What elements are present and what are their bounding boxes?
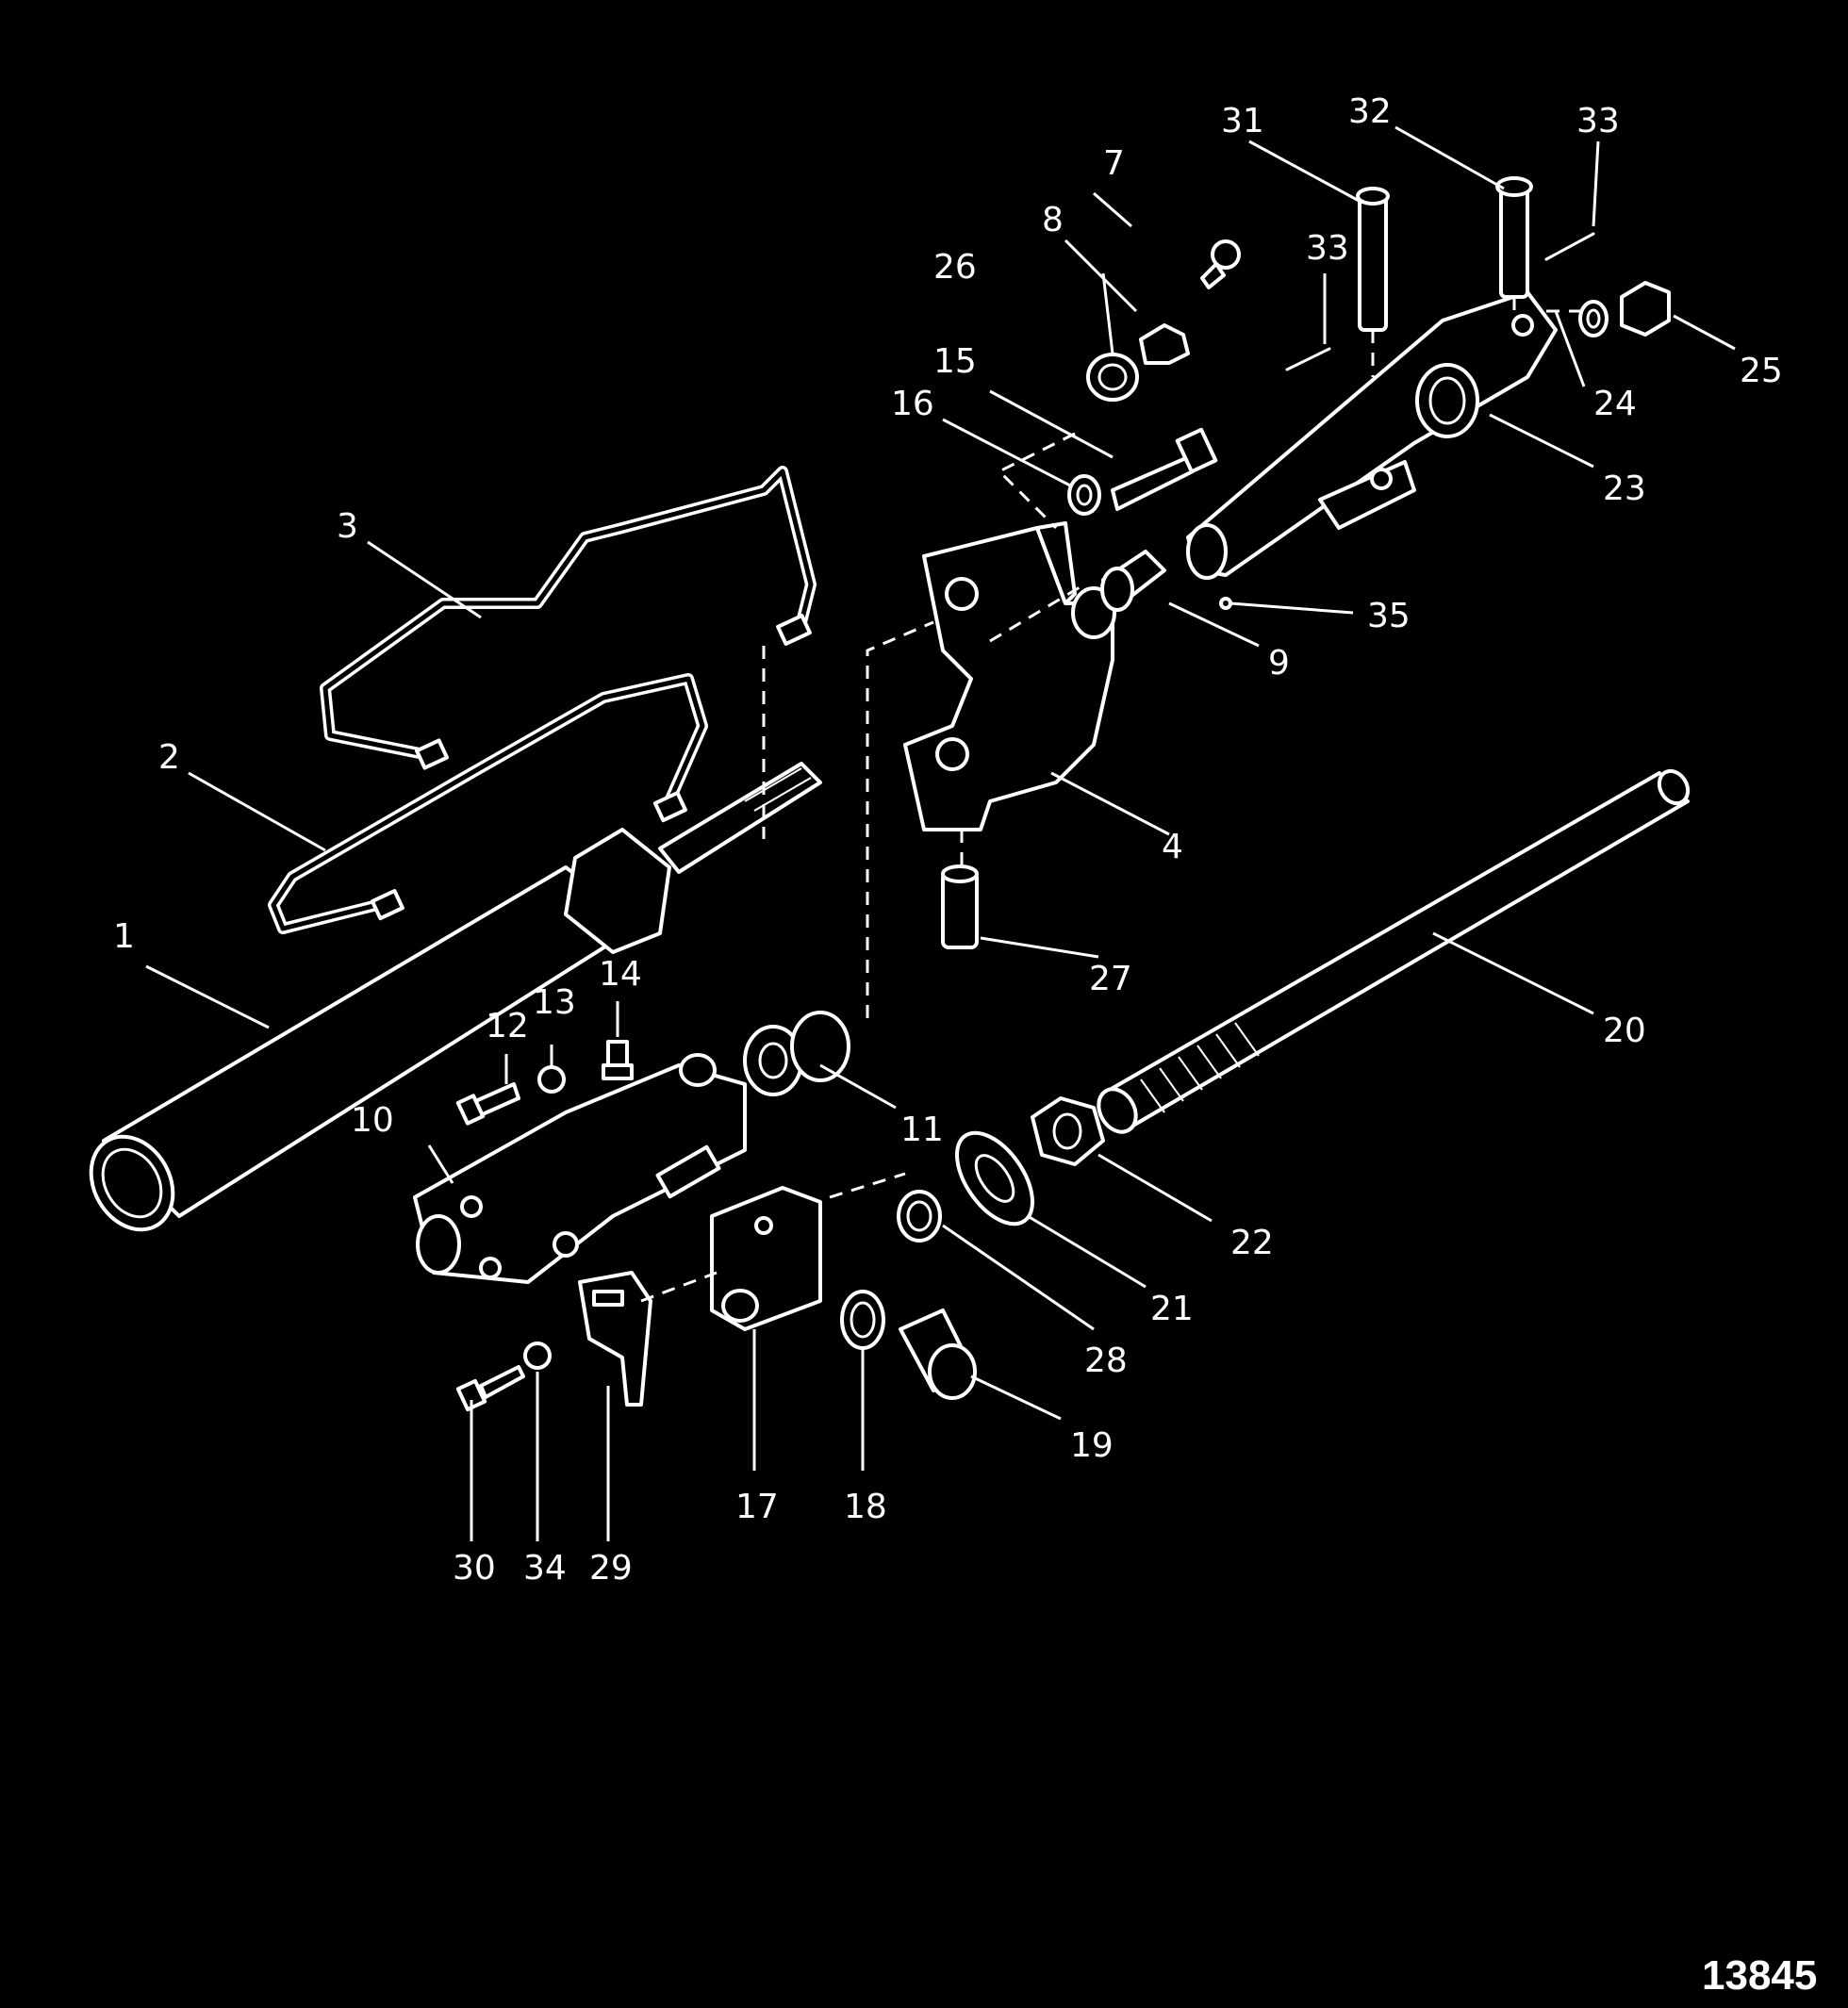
callout-11: 11: [900, 1111, 944, 1149]
tiller-arm: [1186, 290, 1558, 580]
washer-24: [1578, 300, 1609, 337]
callout-31: 31: [1221, 102, 1264, 140]
lock-washer-18: [840, 1290, 885, 1350]
hydraulic-line-upper: [320, 466, 817, 770]
bracket-29: [578, 1271, 652, 1407]
screw-7: [1200, 239, 1241, 289]
spacer-28: [897, 1190, 942, 1243]
callout-35: 35: [1367, 597, 1411, 635]
tab-washer-8: [1139, 323, 1190, 365]
callout-25: 25: [1740, 352, 1783, 390]
callout-22: 22: [1230, 1224, 1274, 1262]
bolt-12: [455, 1082, 520, 1126]
callout-7: 7: [1103, 144, 1125, 183]
threaded-rod: [1097, 768, 1691, 1134]
callout-30: 30: [453, 1549, 496, 1588]
pin-31: [1356, 187, 1390, 332]
callout-1: 1: [113, 917, 135, 956]
clamp-block-17: [710, 1186, 822, 1331]
callout-18: 18: [844, 1488, 887, 1526]
callout-24: 24: [1593, 385, 1637, 423]
callout-labels: 1 2 3 4 7 8 9 10 11 12 13 14 15 16 17 18…: [113, 92, 1817, 1999]
callout-8: 8: [1042, 201, 1064, 239]
callout-16: 16: [891, 385, 934, 423]
callout-33-right: 33: [1576, 102, 1620, 140]
callout-19: 19: [1070, 1426, 1114, 1465]
control-valve: [413, 1053, 747, 1284]
bushing-9: [1100, 550, 1166, 612]
cotter-pin-33-right: [1544, 232, 1595, 261]
pin-32: [1495, 176, 1533, 299]
callout-29: 29: [589, 1549, 633, 1588]
hydraulic-line-lower: [268, 673, 708, 934]
fitting-14: [602, 1040, 634, 1080]
callout-27: 27: [1089, 960, 1132, 998]
callout-9: 9: [1268, 644, 1290, 683]
bolt-15: [1111, 427, 1218, 511]
plug-35: [1219, 597, 1232, 610]
nut-25: [1620, 281, 1671, 337]
callout-2: 2: [158, 738, 180, 777]
callout-13: 13: [533, 983, 576, 1022]
callout-26: 26: [933, 248, 977, 287]
callout-32: 32: [1348, 92, 1392, 131]
callout-14: 14: [599, 955, 642, 994]
washer-16: [1067, 474, 1101, 516]
bushing-11: [743, 1011, 850, 1096]
callout-15: 15: [933, 342, 977, 381]
washer-34: [523, 1341, 552, 1370]
bushing-26: [1086, 353, 1139, 402]
callout-34: 34: [523, 1549, 567, 1588]
callout-4: 4: [1162, 828, 1183, 866]
pin-27: [941, 864, 979, 949]
nut-22: [1031, 1096, 1105, 1166]
callout-3: 3: [337, 507, 358, 546]
bolt-30: [455, 1365, 525, 1412]
callout-28: 28: [1084, 1341, 1128, 1380]
cotter-pin-33-left: [1285, 347, 1331, 371]
callout-10: 10: [351, 1101, 394, 1140]
assembly-guides: [640, 297, 1584, 1303]
callout-20: 20: [1603, 1012, 1646, 1050]
bolt-19: [899, 1308, 977, 1400]
leader-lines: [145, 125, 1736, 1541]
callout-17: 17: [735, 1488, 779, 1526]
callout-21: 21: [1150, 1290, 1194, 1328]
washer-13: [537, 1065, 566, 1094]
seal-21: [955, 1130, 1034, 1226]
callout-12: 12: [486, 1007, 529, 1045]
steering-cylinder: [89, 762, 822, 1232]
figure-number: 13845: [1702, 1952, 1817, 1999]
mounting-bracket: [903, 521, 1116, 831]
callout-33-left: 33: [1306, 229, 1349, 268]
callout-23: 23: [1603, 469, 1646, 508]
